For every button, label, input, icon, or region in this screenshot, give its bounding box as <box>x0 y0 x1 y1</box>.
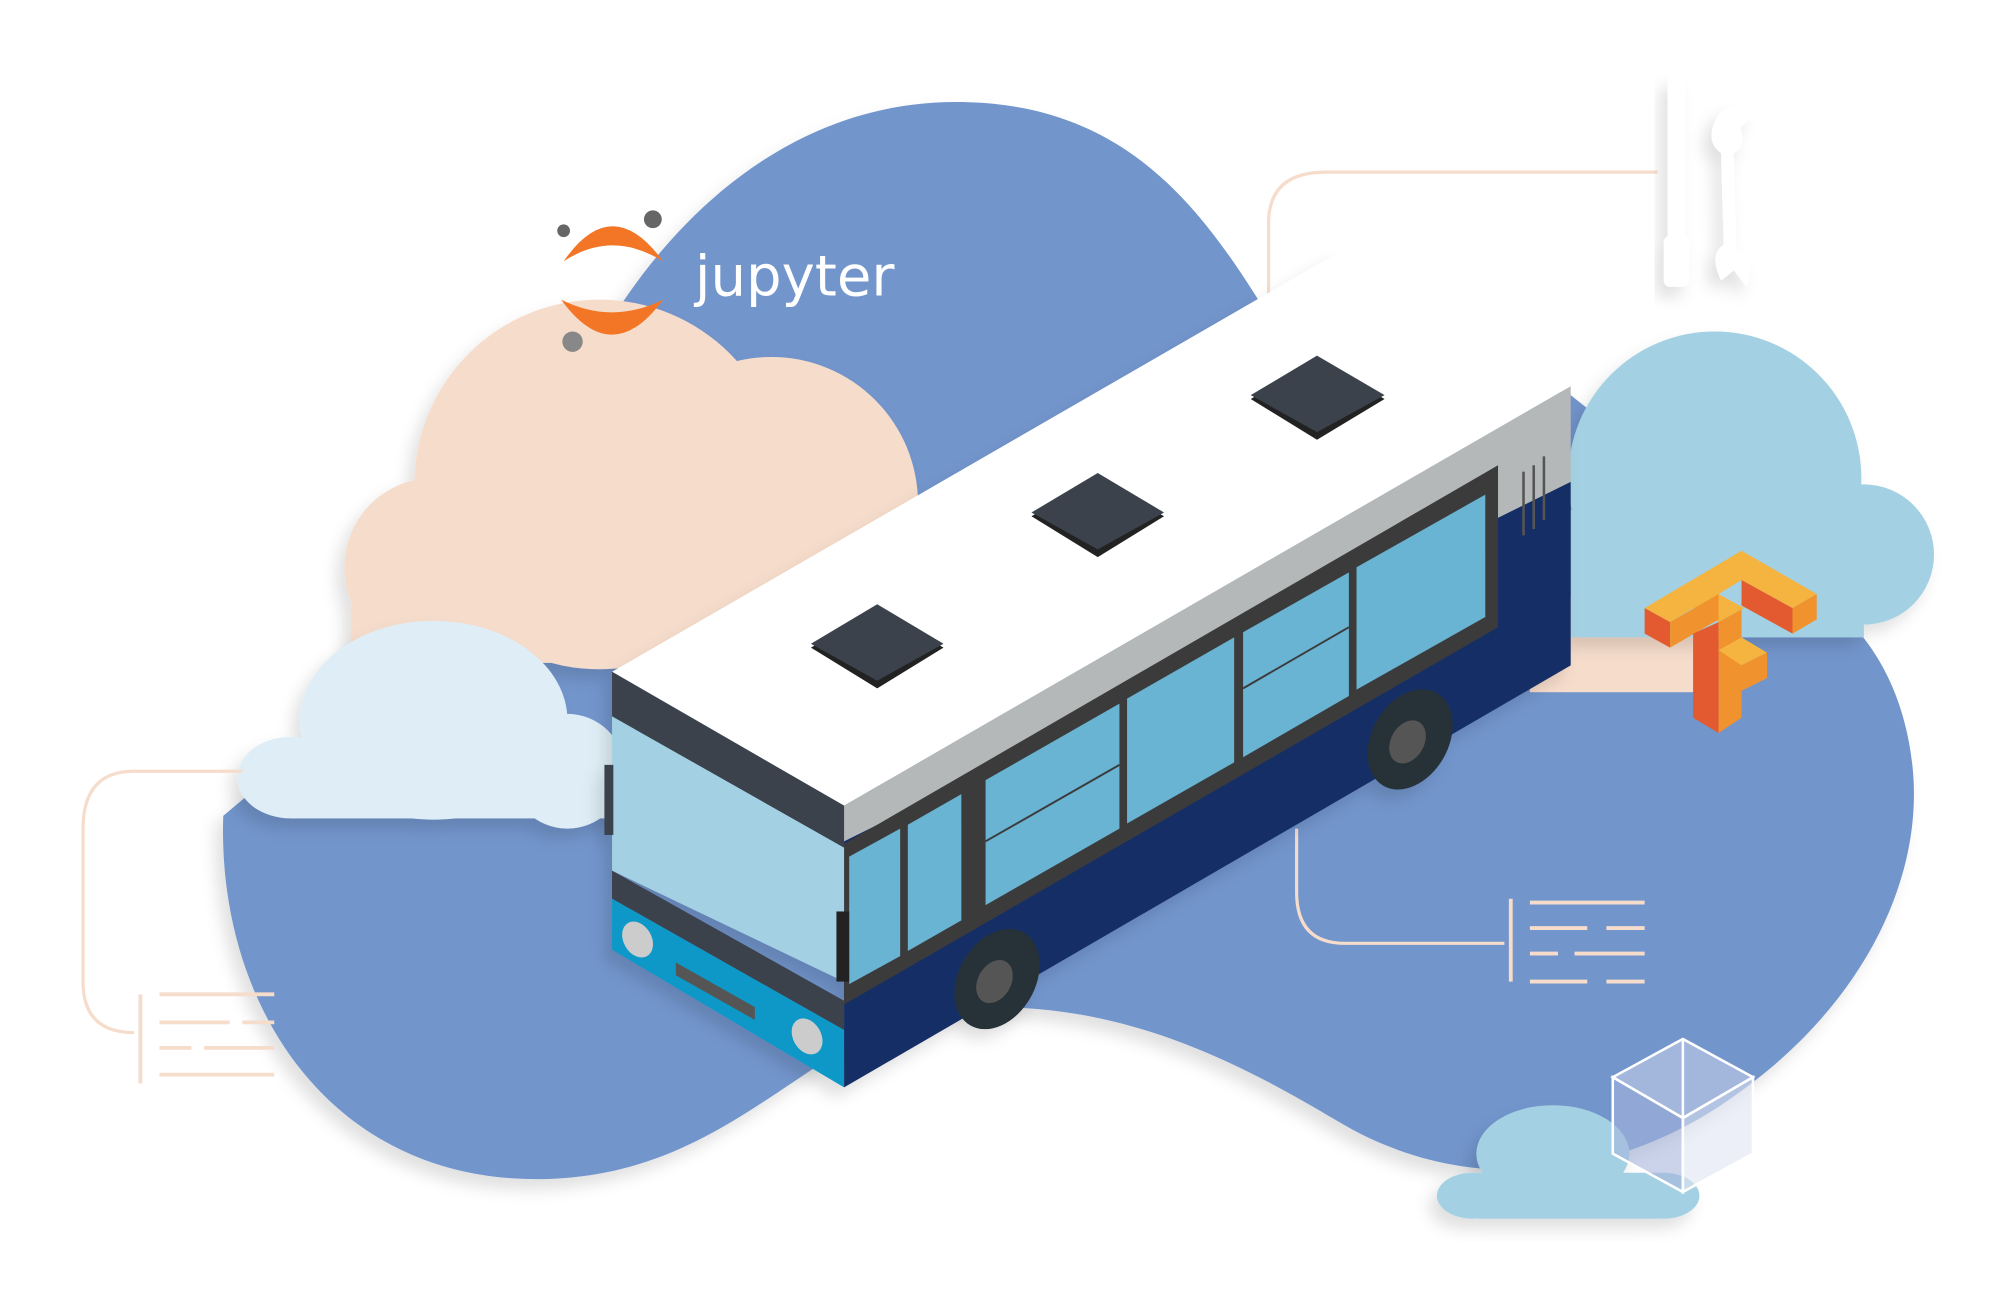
bus-front-top <box>612 671 845 848</box>
headlight <box>791 1018 823 1055</box>
wheel <box>954 928 1040 1030</box>
tools-icon <box>1663 76 1753 287</box>
wheel <box>1367 689 1453 790</box>
jupyter-wordmark: jupyter <box>693 245 895 310</box>
text-lines-icon <box>138 992 275 1084</box>
bus <box>604 252 1571 1088</box>
connector-lines <box>81 170 1658 1035</box>
tensorflow-logo <box>1644 550 1817 733</box>
roof-vent <box>810 355 1385 689</box>
light-cloud <box>237 620 625 829</box>
text-lines-icon <box>1508 898 1645 984</box>
bus-side-windows <box>849 494 1486 985</box>
sky-cloud-bottom <box>1436 1105 1700 1219</box>
cube-icon <box>1610 1037 1756 1195</box>
headlight <box>622 921 654 958</box>
jupyter-logo: jupyter <box>557 210 895 352</box>
bus-windshield <box>612 716 845 982</box>
